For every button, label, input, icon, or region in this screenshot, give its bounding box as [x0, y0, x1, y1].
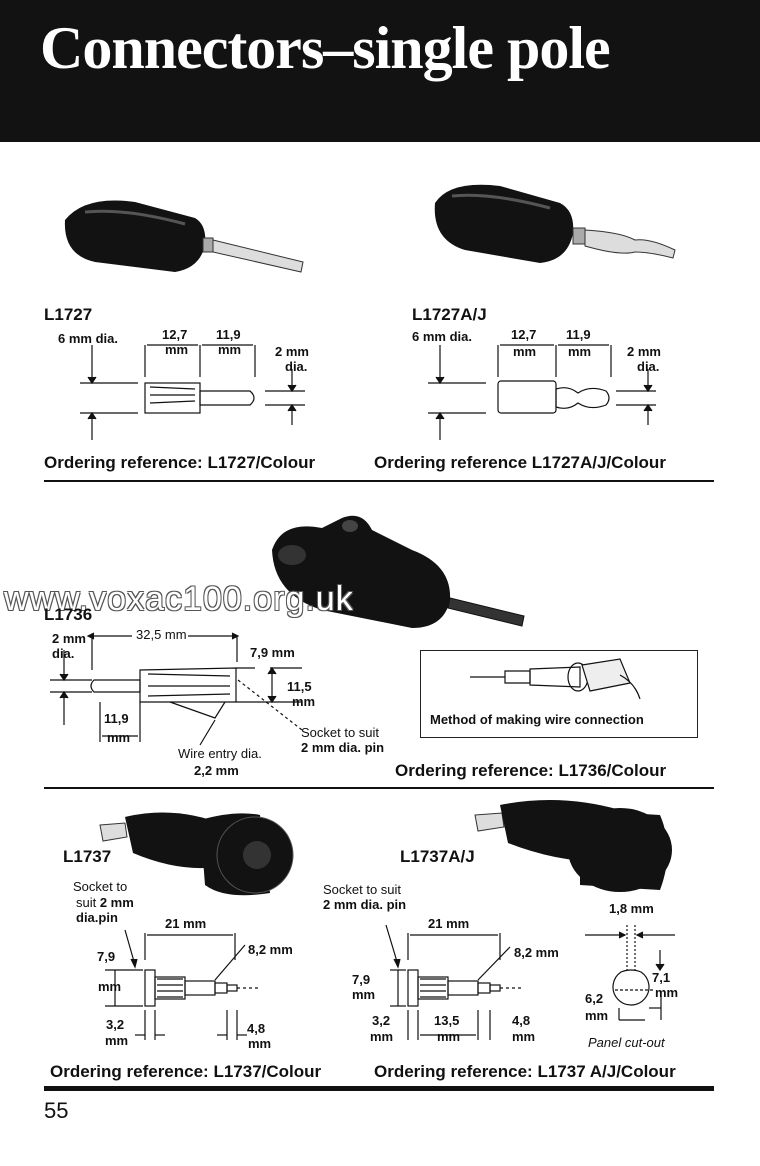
footer-rule	[44, 1086, 714, 1091]
l1736-wire-dia: 2,2 mm	[194, 763, 239, 778]
l1727aj-pin-unit: dia.	[637, 359, 660, 374]
l1736-wire: Wire entry dia.	[178, 746, 262, 761]
l1737aj-d79-unit: mm	[352, 987, 376, 1002]
wire-connection-illustration	[470, 658, 641, 700]
l1727-order-ref: Ordering reference: L1727/Colour	[44, 453, 316, 472]
l1736-d119: 11,9	[104, 711, 129, 726]
l1737aj-socket: Socket to suit	[323, 882, 402, 897]
l1727aj-order-ref: Ordering reference L1727A/J/Colour	[374, 453, 666, 472]
l1737aj-drawing	[385, 924, 522, 1040]
l1736-photo	[272, 515, 525, 628]
l1737aj-d32: 3,2	[372, 1013, 391, 1028]
l1736-d119-unit: mm	[107, 730, 131, 745]
l1727-code: L1727	[44, 305, 93, 324]
l1736-d79: 7,9 mm	[250, 645, 295, 660]
panel-d62: 6,2	[585, 991, 604, 1006]
l1727-dim2-unit: mm	[218, 342, 242, 357]
panel-d71: 7,1	[652, 970, 671, 985]
l1737-socket-pin: dia.pin	[76, 910, 118, 925]
l1737-d21: 21 mm	[165, 916, 207, 931]
panel-cutout-drawing	[585, 925, 675, 1021]
method-box	[420, 650, 698, 738]
panel-d18: 1,8 mm	[609, 901, 654, 916]
l1737-socket-suit-text: suit	[76, 895, 100, 910]
l1737-order-ref: Ordering reference: L1737/Colour	[50, 1062, 322, 1081]
l1737aj-socket-pin: 2 mm dia. pin	[323, 897, 407, 912]
l1736-socket: Socket to suit	[301, 725, 380, 740]
l1727aj-code: L1727A/J	[412, 305, 487, 324]
l1737-d32-unit: mm	[105, 1033, 129, 1048]
l1737-socket: Socket to	[73, 879, 128, 894]
l1737-code: L1737	[63, 847, 112, 866]
l1737-photo	[99, 812, 294, 896]
watermark: www.voxac100.org.uk	[4, 580, 354, 618]
l1736-code: L1736	[44, 605, 93, 624]
l1727-drawing	[80, 344, 305, 440]
l1737aj-order-ref: Ordering reference: L1737 A/J/Colour	[374, 1062, 676, 1081]
l1737aj-d135-unit: mm	[437, 1029, 461, 1044]
l1737aj-photo	[474, 800, 672, 892]
section-divider	[44, 480, 714, 482]
l1737-d48-unit: mm	[248, 1036, 272, 1051]
l1737aj-code: L1737A/J	[400, 847, 475, 866]
l1737aj-d79: 7,9	[352, 972, 371, 987]
l1727aj-dim1-unit: mm	[513, 344, 537, 359]
page-title: Connectors–single pole	[40, 15, 611, 81]
section-divider	[44, 787, 714, 789]
l1737-drawing	[105, 929, 260, 1040]
l1737-d48: 4,8	[247, 1021, 266, 1036]
l1727aj-dim2: 11,9	[566, 327, 591, 342]
l1736-drawing	[50, 632, 303, 746]
l1736-d115: 11,5	[287, 679, 312, 694]
panel-cutout-caption: Panel cut-out	[588, 1035, 665, 1050]
panel-d62-unit: mm	[585, 1008, 609, 1023]
l1727aj-photo	[434, 184, 676, 263]
l1737aj-d135: 13,5	[434, 1013, 460, 1028]
l1737aj-d21: 21 mm	[428, 916, 470, 931]
l1737-socket-suit: suit 2 mm	[76, 896, 134, 910]
l1737-socket-size: 2 mm	[99, 895, 134, 910]
l1727-dim1: 12,7	[162, 327, 188, 342]
l1727-dim1-unit: mm	[165, 342, 189, 357]
l1727aj-dim1: 12,7	[511, 327, 537, 342]
l1737aj-d32-unit: mm	[370, 1029, 394, 1044]
l1736-pin-dia-unit: dia.	[52, 646, 75, 661]
l1737-d32: 3,2	[106, 1017, 125, 1032]
l1727-pin-unit: dia.	[285, 359, 308, 374]
l1736-d115-unit: mm	[292, 694, 316, 709]
l1736-order-ref: Ordering reference: L1736/Colour	[395, 761, 667, 780]
l1736-length: 32,5 mm	[136, 627, 187, 642]
l1727-pin: 2 mm	[275, 344, 309, 359]
l1727aj-dim2-unit: mm	[568, 344, 592, 359]
l1737aj-d48-unit: mm	[512, 1029, 536, 1044]
l1737aj-d48: 4,8	[512, 1013, 531, 1028]
l1736-socket-pin: 2 mm dia. pin	[301, 740, 385, 755]
l1727-dia-label: 6 mm dia.	[58, 331, 118, 346]
l1737-d79: 7,9	[97, 949, 116, 964]
title-banner	[0, 0, 760, 142]
method-caption: Method of making wire connection	[430, 712, 644, 727]
l1736-pin-dia: 2 mm	[52, 631, 86, 646]
l1727-dim2: 11,9	[216, 327, 241, 342]
l1727aj-pin: 2 mm	[627, 344, 661, 359]
l1727aj-drawing	[428, 344, 656, 440]
l1727aj-dia-label: 6 mm dia.	[412, 329, 472, 344]
l1727-photo	[64, 200, 304, 273]
l1737-d82: 8,2 mm	[248, 942, 293, 957]
l1737aj-d82: 8,2 mm	[514, 945, 559, 960]
page-number: 55	[44, 1098, 69, 1123]
